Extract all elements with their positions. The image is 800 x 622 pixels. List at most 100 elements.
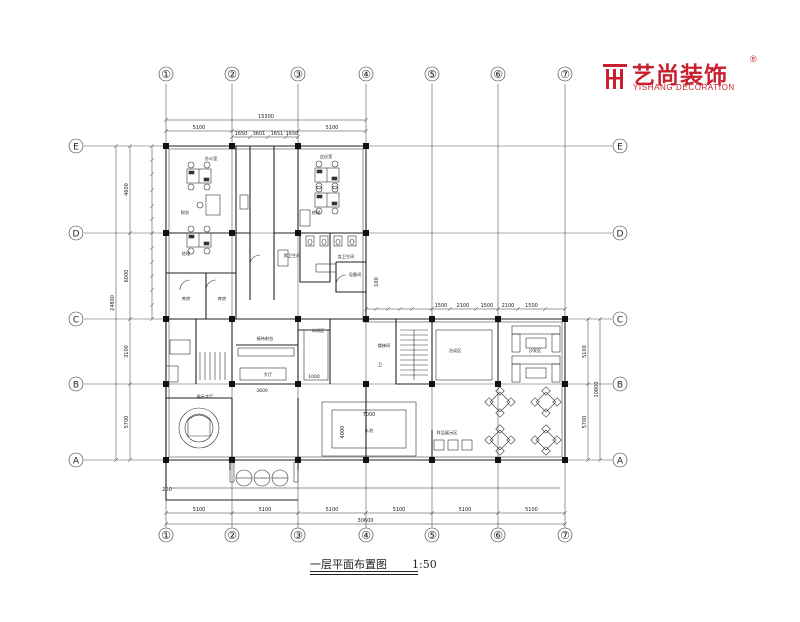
lounge-set-4-table [535,429,557,451]
dim-left-inner-6-tick-0 [149,230,155,236]
dim-top-sub-3-text: 1651 [271,131,284,137]
manager-chair [196,201,204,209]
dim-right-upper-3-tick-0 [495,306,501,312]
office-cluster-3-monitor-a [316,194,323,199]
column-7 [363,230,369,236]
pool-inner [331,409,407,449]
column-25 [562,457,568,463]
grid-row-label-D-1: D [617,230,624,240]
dim-left-inner-9-tick-0 [149,273,155,279]
lounge-set-1-table [489,391,511,413]
dim-bottom-span-5-tick-0 [429,510,435,516]
dim-bottom-span-2-tick-0 [229,510,235,516]
office-cluster-2-chair-3 [331,182,339,190]
dim-right-span-2-tick-0 [585,381,591,387]
dim-stair-4-tick-1 [429,306,435,312]
column-9 [229,316,235,322]
dim-top-total-text: 15300 [258,114,274,120]
office-cluster-2-chair-2 [315,182,323,190]
dim-left-inner-11-tick-0 [149,302,155,308]
dim-left-total-tick-0 [113,143,119,149]
room-label-1: 会议室 [320,153,333,160]
cabinet-2 [299,209,311,227]
grid-col-bubble-1-0 [158,66,174,82]
grid-col-bubble-6-1 [490,527,506,543]
dim-bottom-total-tick-0 [163,521,169,527]
drawing-scale: 1:50 [412,558,437,571]
grid-row-label-D-0: D [73,230,80,240]
reception-counter [237,347,295,357]
door-swing-2 [249,254,261,266]
grid-row-label-A-0: A [73,457,80,467]
room-label-9: 库房 [218,295,226,302]
lounge-set-1-chair-0 [495,386,505,396]
column-4 [163,230,169,236]
room-label-4: 经理 [182,250,191,256]
entry-pillar-l [229,461,235,483]
dim-left-span-4-text: 5700 [124,416,130,429]
sofa-set-2-arm-l [511,363,521,383]
wc-stall-0 [305,235,315,247]
wc-stall-1 [319,235,329,247]
round-feature-inner [184,413,214,443]
room-label-10: 接待前台 [257,335,274,342]
lounge-set-4-chair-3 [530,435,540,445]
office-cluster-3-chair-0 [315,185,323,193]
dim-top-span-1-tick-0 [163,128,169,134]
wc-toilet-0 [307,238,313,246]
lounge-set-4-chair-0 [541,424,551,434]
lounge-set-1-chair-1 [506,397,516,407]
lounge-set-2-chair-3 [530,397,540,407]
display-table [239,367,287,381]
grid-row-bubble-A-1 [612,452,628,468]
grid-row-label-B-1: B [617,381,623,391]
dim-stair-3-tick-0 [397,306,403,312]
storage-shelf [169,339,191,355]
column-20 [229,457,235,463]
dim-bottom-span-5-text: 5100 [459,507,472,513]
grid-row-bubble-C-0 [68,311,84,327]
dim-top-span-2-tick-0 [229,128,235,134]
dim-left-inner-10-tick-0 [149,287,155,293]
dim-top-total-tick-0 [163,117,169,123]
dim-top-span-3-text: 5100 [326,125,339,131]
structural-columns [163,143,568,463]
lounge-set-3-chair-3 [484,435,494,445]
grid-col-label-3-1: ③ [293,529,303,542]
wc-stall-2 [333,235,343,247]
column-18 [562,381,568,387]
grid-col-bubble-6-0 [490,66,506,82]
dim-right-span-2-text: 5700 [582,416,588,429]
office-cluster-3-chair-1 [331,185,339,193]
room-label-15: 展示大厅 [197,393,214,400]
room-label-2: 财务 [181,209,190,216]
grid-col-bubble-5-1 [424,527,440,543]
room-label-13: 洽谈区 [449,347,462,354]
sofa-set-2-coffee-table [525,367,547,379]
pool-height-text: 4000 [340,426,346,439]
sofa-set-1-arm-l [511,333,521,353]
brand-logo: 艺尚装饰 ® YISHANG DECORATION [602,54,772,98]
column-26 [429,316,435,322]
sofa-set-2-back [511,355,561,365]
dim-left-span-3-text: 3100 [124,345,130,358]
grid-row-bubble-A-0 [68,452,84,468]
grid-col-bubble-3-0 [290,66,306,82]
column-16 [429,381,435,387]
dim-bottom-span-3-tick-0 [295,510,301,516]
hall-depth-text: 1000 [308,374,320,380]
dim-left-inner-5-tick-0 [149,216,155,222]
wc-sink-counter [315,263,337,273]
manager-desk [205,194,221,216]
wall-segment-20 [395,319,433,385]
grid-col-bubble-7-0 [557,66,573,82]
column-5 [229,230,235,236]
column-21 [295,457,301,463]
column-19 [163,457,169,463]
column-13 [229,381,235,387]
office-cluster-4-chair-3 [203,247,211,255]
dim-bottom-span-1-tick-0 [163,510,169,516]
column-27 [495,316,501,322]
